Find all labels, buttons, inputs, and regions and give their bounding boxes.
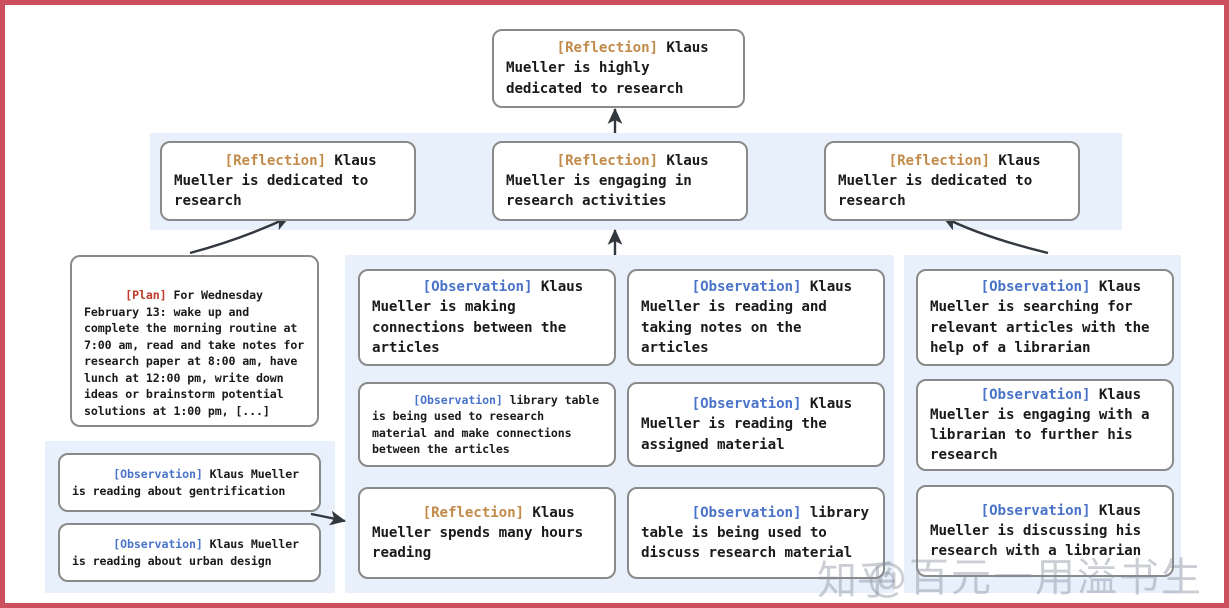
tag-observation: [Observation] [980, 386, 1091, 403]
mid-right-node-3-text: library table is being used to discuss r… [641, 504, 878, 562]
right-node-1-text: Klaus Mueller is searching for relevant … [930, 279, 1158, 356]
tag-observation: [Observation] [113, 467, 203, 482]
tag-reflection: [Reflection] [422, 504, 524, 521]
tag-observation: [Observation] [980, 502, 1091, 519]
mid-left-node-1-text: Klaus Mueller is making connections betw… [372, 279, 592, 356]
mid-right-node-3[interactable]: [Observation] library table is being use… [627, 487, 885, 579]
mid-left-node-3[interactable]: [Reflection] Klaus Mueller spends many h… [358, 487, 616, 579]
left-observation-node-1-text: Klaus Mueller is reading about gentrific… [72, 467, 306, 498]
tag-observation: [Observation] [113, 537, 203, 552]
tag-observation: [Observation] [980, 279, 1091, 296]
reflection-node-1-text: Klaus Mueller is dedicated to research [174, 152, 386, 210]
left-observation-node-2-text: Klaus Mueller is reading about urban des… [72, 537, 306, 568]
mid-right-node-1[interactable]: [Observation] Klaus Mueller is reading a… [627, 269, 885, 366]
tag-observation: [Observation] [691, 279, 802, 296]
mid-left-node-3-text: Klaus Mueller spends many hours reading [372, 504, 592, 562]
mid-left-node-1[interactable]: [Observation] Klaus Mueller is making co… [358, 269, 616, 366]
tag-reflection: [Reflection] [224, 152, 326, 169]
plan-node[interactable]: [Plan] For Wednesday February 13: wake u… [70, 255, 319, 427]
root-reflection-node[interactable]: [Reflection] Klaus Mueller is highly ded… [492, 29, 745, 108]
reflection-node-3-text: Klaus Mueller is dedicated to research [838, 152, 1050, 210]
reflection-node-3[interactable]: [Reflection] Klaus Mueller is dedicated … [824, 141, 1080, 221]
right-node-2[interactable]: [Observation] Klaus Mueller is engaging … [916, 379, 1174, 471]
reflection-node-1[interactable]: [Reflection] Klaus Mueller is dedicated … [160, 141, 416, 221]
left-observation-node-2[interactable]: [Observation] Klaus Mueller is reading a… [58, 523, 321, 582]
mid-right-node-2[interactable]: [Observation] Klaus Mueller is reading t… [627, 382, 885, 467]
tag-observation: [Observation] [691, 504, 802, 521]
left-observation-node-1[interactable]: [Observation] Klaus Mueller is reading a… [58, 453, 321, 512]
mid-right-node-2-text: Klaus Mueller is reading the assigned ma… [641, 396, 861, 453]
tag-plan: [Plan] [125, 288, 167, 303]
tag-observation: [Observation] [691, 396, 802, 413]
right-node-1[interactable]: [Observation] Klaus Mueller is searching… [916, 269, 1174, 366]
tag-reflection: [Reflection] [888, 152, 990, 169]
right-node-3[interactable]: [Observation] Klaus Mueller is discussin… [916, 485, 1174, 577]
mid-left-node-2[interactable]: [Observation] library table is being use… [358, 382, 616, 467]
mid-right-node-1-text: Klaus Mueller is reading and taking note… [641, 279, 861, 356]
tag-reflection: [Reflection] [556, 40, 658, 57]
reflection-node-2-text: Klaus Mueller is engaging in research ac… [506, 152, 718, 210]
tag-observation: [Observation] [422, 279, 533, 296]
mid-left-node-2-text: library table is being used to research … [372, 392, 606, 456]
root-reflection-text: Klaus Mueller is highly dedicated to res… [506, 40, 718, 97]
reflection-node-2[interactable]: [Reflection] Klaus Mueller is engaging i… [492, 141, 748, 221]
plan-node-text: For Wednesday February 13: wake up and c… [84, 288, 312, 418]
tag-reflection: [Reflection] [556, 152, 658, 169]
right-node-2-text: Klaus Mueller is engaging with a librari… [930, 386, 1158, 464]
right-node-3-text: Klaus Mueller is discussing his research… [930, 502, 1150, 560]
tag-observation: [Observation] [413, 392, 503, 407]
